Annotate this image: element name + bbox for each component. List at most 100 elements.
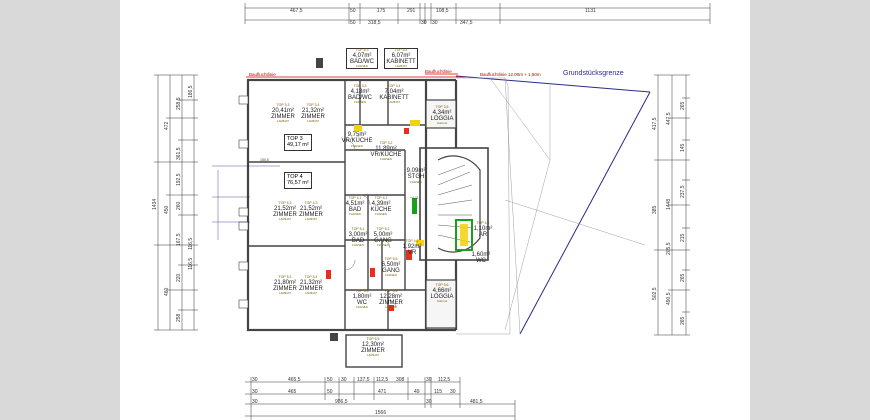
dim-left-c2: 116,5	[188, 237, 194, 250]
dim-bot-4: 30	[341, 377, 347, 383]
apartment-top4: TOP 4 76,57 m²	[284, 172, 312, 189]
dim-top-11: 347,5	[460, 20, 473, 26]
dim-bot-13: 471	[378, 389, 387, 395]
dim-bot-17: 30	[252, 399, 258, 405]
door-accents	[326, 120, 424, 311]
dim-bot-5: 137,5	[357, 377, 370, 383]
left-dimension-lines	[154, 74, 198, 331]
dim-bot-1: 30	[252, 377, 258, 383]
right-dimension-lines	[654, 74, 690, 336]
grundstuecksgrenze-label: Grundstücksgrenze	[563, 70, 624, 77]
dim-right-b4: 490,5	[666, 292, 672, 305]
dim-top-3: 175	[377, 8, 386, 14]
dim-left-c1: 186,5	[188, 85, 194, 98]
dim-bot-18: 986,5	[335, 399, 348, 405]
door-swings	[344, 139, 397, 309]
left-windows	[238, 95, 249, 309]
dim-top-7: 50	[350, 20, 356, 26]
dim-left-b7: 258	[176, 313, 182, 322]
dim-bot-6: 112,5	[376, 377, 389, 383]
dim-bot-21: 1566	[375, 410, 387, 416]
dim-bot-16: 30	[450, 389, 456, 395]
bottom-dimension-lines	[245, 377, 516, 420]
dim-left-b1: 258,5	[176, 97, 182, 110]
dim-right-a1: 417,5	[652, 117, 658, 130]
dim-left-b4: 260	[176, 201, 182, 210]
dim-left-a2: 450	[164, 205, 170, 214]
dim-bot-15: 115	[434, 389, 442, 395]
apartment-top3: TOP 3 49,17 m²	[284, 134, 312, 151]
dim-bot-12: 50	[327, 389, 333, 395]
dim-top-10: 30	[432, 20, 438, 26]
floor-plan-drawing	[154, 3, 711, 420]
dim-left-b2: 361,5	[176, 147, 182, 160]
dim-left-c3: 116,5	[188, 257, 194, 270]
dim-right-a2: 385	[652, 205, 658, 214]
dim-bot-14: 49	[414, 389, 420, 395]
dim-bot-20: 481,5	[470, 399, 483, 405]
dim-top-2: 50	[350, 8, 356, 14]
dim-left-b3: 192,5	[176, 173, 182, 186]
loggias	[425, 99, 457, 329]
garden-area	[456, 77, 646, 335]
dim-top-9: 30	[421, 20, 427, 26]
dim-bot-9: 112,5	[438, 377, 451, 383]
dim-right-b2: 1448	[666, 198, 672, 210]
building-line	[246, 73, 465, 78]
dim-top-8: 318,5	[368, 20, 381, 26]
bauflucht-label-mid: Baufluchtlinie	[425, 69, 452, 74]
dim-bot-10: 30	[252, 389, 258, 395]
plan-sheet: 467,5 50 175 291 108,5 1131 50 318,5 30 …	[120, 0, 750, 420]
dim-right-c4: 215	[680, 233, 686, 242]
window-dim-label: 150,5	[260, 158, 269, 162]
stgh-level: +4,11	[410, 196, 419, 200]
dim-right-c2: 145	[680, 143, 686, 152]
dim-right-c6: 265	[680, 316, 686, 325]
dim-right-c5: 265	[680, 273, 686, 282]
dim-bot-11: 465	[288, 389, 297, 395]
dim-left-b5: 167,5	[176, 233, 182, 246]
bauflucht-label-right: Baufluchtlinie 12,00m + 1,50m	[480, 72, 541, 77]
reference-lines	[212, 165, 280, 240]
dim-right-c1: 265	[680, 101, 686, 110]
dim-bot-8: 30	[426, 377, 432, 383]
dim-bot-7: 308	[396, 377, 405, 383]
dim-left-a3: 460	[164, 287, 170, 296]
dim-right-b3: 205,5	[666, 242, 672, 255]
dim-right-b1: 447,5	[666, 112, 672, 125]
dim-bot-3: 50	[327, 377, 333, 383]
dim-bot-2: 465,5	[288, 377, 301, 383]
columns	[316, 58, 338, 341]
dim-top-5: 108,5	[436, 8, 449, 14]
dim-bot-19: 30	[426, 399, 432, 405]
dim-right-a3: 502,5	[652, 287, 658, 300]
bottom-overhang	[345, 334, 403, 368]
dim-left-a1: 472	[164, 121, 170, 130]
dim-left-outer: 1434	[152, 198, 158, 210]
dim-left-b6: 220	[176, 273, 182, 282]
staircase	[419, 147, 489, 261]
dim-right-c3: 237,5	[680, 185, 686, 198]
